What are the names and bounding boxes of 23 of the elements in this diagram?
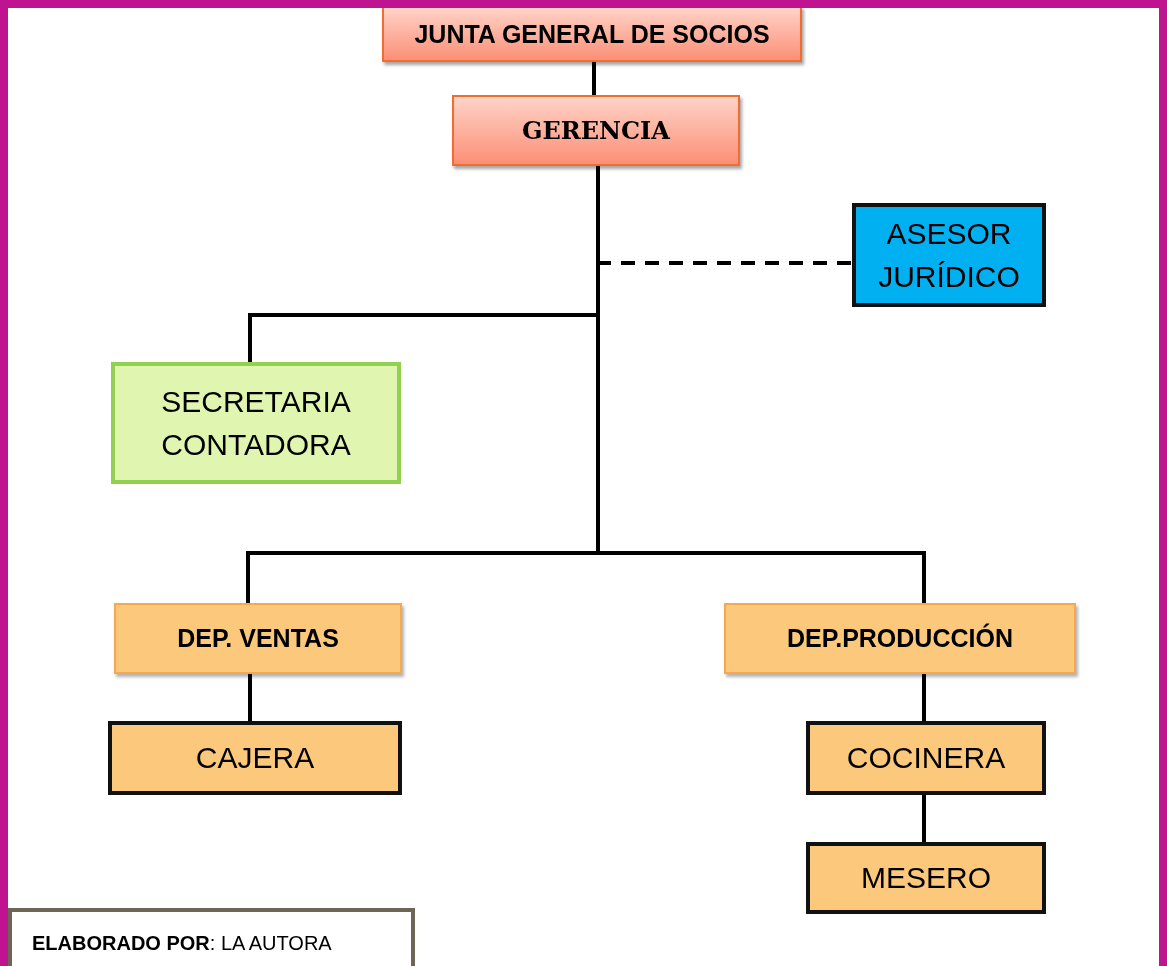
org-box	[108, 721, 402, 795]
box-label: ASESOR JURÍDICO	[877, 215, 1021, 295]
org-box	[382, 8, 802, 62]
connector-line	[922, 793, 926, 842]
author-note: ELABORADO POR: LA AUTORA	[32, 931, 332, 955]
org-box	[806, 842, 1046, 914]
org-box	[806, 721, 1046, 795]
box-label: SECRETARIA CONTADORA	[160, 383, 352, 463]
connector-line	[248, 672, 252, 721]
box-label: COCINERA	[846, 740, 1006, 777]
box-label: DEP.PRODUCCIÓN	[787, 624, 1013, 653]
org-box	[724, 603, 1076, 674]
org-box	[114, 603, 402, 674]
box-label: JUNTA GENERAL DE SOCIOS	[414, 19, 770, 49]
org-box	[452, 95, 740, 166]
box-label: CAJERA	[195, 740, 315, 777]
org-box	[852, 203, 1046, 307]
connector-line	[922, 672, 926, 721]
connector-line	[592, 60, 596, 95]
box-label: GERENCIA	[522, 116, 670, 145]
org-box	[111, 362, 401, 484]
box-label: MESERO	[861, 860, 991, 897]
box-label: DEP. VENTAS	[177, 624, 339, 653]
